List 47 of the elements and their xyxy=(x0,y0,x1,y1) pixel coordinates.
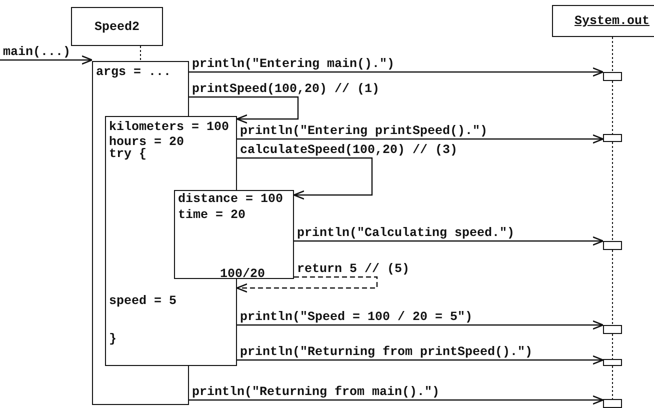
code-text: 100/20 xyxy=(220,267,266,281)
arrow xyxy=(237,157,373,200)
activation-box xyxy=(174,190,294,279)
message-label: println("Calculating speed.") xyxy=(297,226,515,240)
lifeline xyxy=(612,366,613,400)
object-name: Speed2 xyxy=(94,20,140,34)
arrow xyxy=(294,236,604,246)
activation-bar xyxy=(603,134,622,142)
arrow xyxy=(237,320,604,330)
message-label: return 5 // (5) xyxy=(297,262,410,276)
lifeline xyxy=(612,36,613,72)
code-text: try { xyxy=(109,147,147,161)
code-text: distance = 100 xyxy=(178,192,284,206)
object-name: System.out xyxy=(574,14,650,28)
arrow xyxy=(189,67,604,77)
dashed-arrow xyxy=(236,276,378,293)
code-text: args = ... xyxy=(96,65,172,79)
code-text: kilometers = 100 xyxy=(109,120,230,134)
message-label: println("Speed = 100 / 20 = 5") xyxy=(240,310,473,324)
arrow xyxy=(0,55,93,65)
lifeline-head xyxy=(71,7,163,46)
lifeline xyxy=(612,334,613,360)
lifeline-head xyxy=(552,5,654,37)
message-label: printSpeed(100,20) // (1) xyxy=(192,82,380,96)
lifeline xyxy=(140,46,141,62)
lifeline xyxy=(612,80,613,134)
activation-bar xyxy=(603,72,622,81)
activation-bar xyxy=(603,399,622,408)
lifeline xyxy=(612,142,613,242)
code-text: } xyxy=(109,332,117,346)
arrow xyxy=(189,395,604,405)
code-text: hours = 20 xyxy=(109,135,184,149)
message-label: println("Entering main().") xyxy=(192,57,395,71)
activation-bar xyxy=(603,359,622,366)
message-label: println("Returning from printSpeed().") xyxy=(240,345,533,359)
code-text: speed = 5 xyxy=(109,294,177,308)
message-label: main(...) xyxy=(3,45,71,59)
code-text: time = 20 xyxy=(178,208,246,222)
arrow xyxy=(189,96,299,124)
activation-bar xyxy=(603,241,622,250)
activation-bar xyxy=(603,325,622,334)
message-label: println("Entering printSpeed().") xyxy=(240,124,488,138)
arrow xyxy=(237,134,604,144)
arrow xyxy=(237,355,604,365)
lifeline xyxy=(612,250,613,326)
message-label: println("Returning from main().") xyxy=(192,385,440,399)
message-label: calculateSpeed(100,20) // (3) xyxy=(240,143,458,157)
